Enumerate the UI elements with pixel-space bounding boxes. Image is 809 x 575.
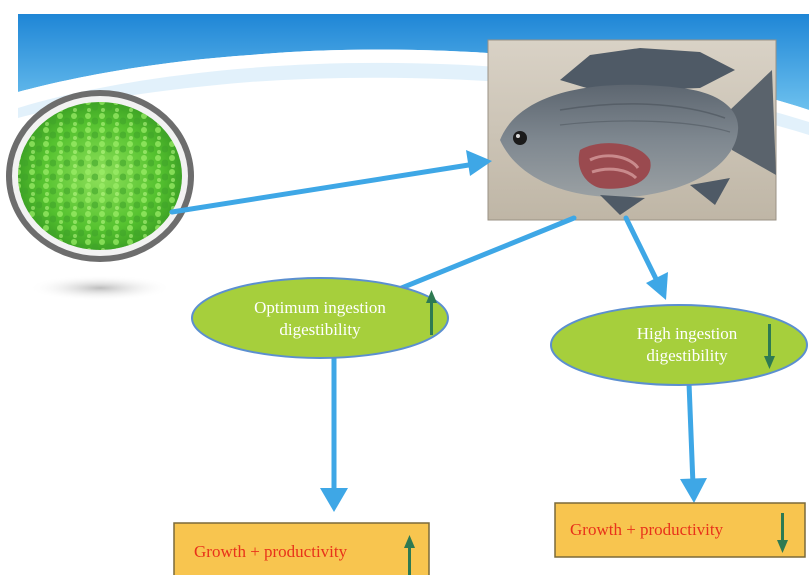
arrow-optimum-to-growth-left <box>320 356 348 512</box>
node-optimum-ellipse <box>192 278 448 358</box>
node-optimum-label-line1: Optimum ingestion <box>232 297 408 318</box>
tilapia-fish-image <box>488 40 776 220</box>
dish-shadow <box>28 275 172 301</box>
node-growth-left-label: Growth + productivity <box>194 542 347 562</box>
node-high-label-line2: digestibility <box>612 345 762 366</box>
node-growth-right-label: Growth + productivity <box>570 520 723 540</box>
algae-dish-image <box>6 90 194 262</box>
node-high-label-line1: High ingestion <box>612 323 762 344</box>
arrow-fish-to-high <box>626 218 668 300</box>
arrow-high-to-growth-right <box>680 383 707 503</box>
node-optimum-label-line2: digestibility <box>232 319 408 340</box>
arrow-algae-to-fish <box>172 150 492 212</box>
